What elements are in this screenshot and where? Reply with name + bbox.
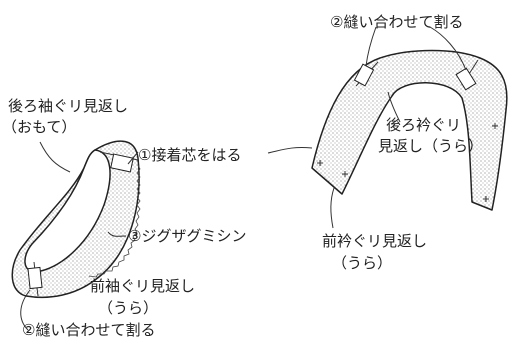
neck-facing-illustration (311, 49, 508, 211)
label-front-armhole-facing: 前袖ぐリ見返し (90, 277, 195, 295)
neck-facing-piece (311, 49, 508, 211)
grain-marks (317, 123, 498, 202)
label-back-armhole-side: （おもて） (2, 118, 76, 136)
zigzag-stitch-edge (88, 164, 141, 278)
label-sew-press-open-bottom: ②縫い合わせて割る (22, 321, 155, 339)
bottom-interfacing-patch (27, 266, 43, 290)
armhole-facing-illustration (11, 140, 141, 299)
label-sew-press-open-top: ②縫い合わせて割る (330, 13, 463, 31)
label-front-neck-facing: 前衿ぐリ見返し (322, 232, 427, 250)
top-interfacing-patch (110, 153, 134, 173)
label-front-neck-side: （うら） (332, 254, 392, 272)
label-front-armhole-side: （うら） (98, 299, 158, 317)
leader-lines (20, 26, 467, 331)
label-back-neck-facing-2: 見返し（うら） (378, 137, 483, 155)
right-shoulder-interfacing (455, 67, 477, 91)
label-zigzag: ③ジグザグミシン (128, 227, 246, 245)
label-back-neck-facing: 後ろ衿ぐリ (386, 116, 461, 134)
left-shoulder-interfacing (353, 63, 375, 87)
label-back-armhole-facing: 後ろ袖ぐリ見返し (8, 97, 128, 115)
label-apply-interfacing: ①接着芯をはる (138, 146, 241, 164)
armhole-facing-right-side (24, 149, 111, 273)
